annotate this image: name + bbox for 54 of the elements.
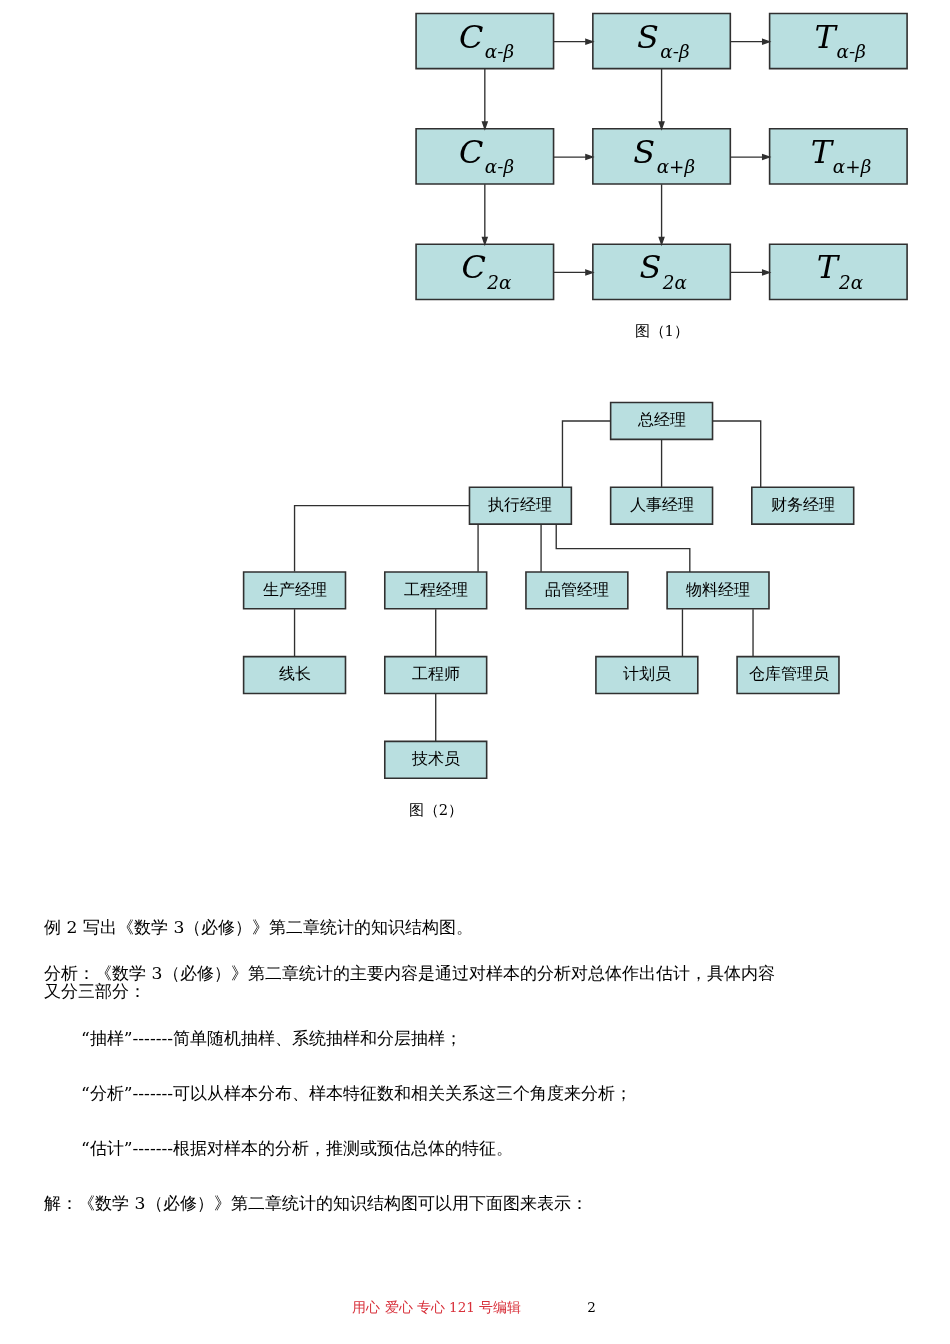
node-box: T$_{α+β}$ [768,128,908,185]
connector [752,608,754,657]
node-box: C$_{α-β}$ [415,128,555,185]
arrow [553,153,595,161]
connector [435,608,437,657]
label: 例 2 写出《数学 3（必修）》第二章统计的知识结构图。 [44,917,474,938]
node-box: C$_{2α}$ [415,243,555,301]
label: “分析”-------可以从样本分布、样本特征数和相关关系这三个角度来分析； [80,1082,633,1103]
arrow [729,153,772,161]
label: 用心 爱心 专心 121 号编辑 [352,1298,522,1315]
connector [293,505,470,573]
connector [477,523,479,573]
node-box: 技术员 [383,740,488,779]
node-box: 仓库管理员 [736,655,840,695]
node-box: 计划员 [595,655,699,695]
connector [435,693,437,742]
arrow [553,269,595,276]
connector [712,420,762,488]
node-box: S$_{2α}$ [592,243,732,301]
connector [681,608,684,657]
label: 图（1） [634,322,689,340]
node-box: C$_{α-β}$ [415,12,555,70]
arrow [729,38,772,45]
node-box: 线长 [242,655,347,695]
connector [660,439,663,488]
label: 图（2） [408,801,464,819]
node-box: T$_{2α}$ [768,243,908,301]
arrow [481,68,489,131]
node-box: 执行经理 [468,486,573,525]
connector [555,523,691,573]
node-box: 财务经理 [751,486,855,525]
node-box: 物料经理 [666,571,770,610]
node-box: 总经理 [609,401,714,441]
label: “抽样”-------简单随机抽样、系统抽样和分层抽样； [80,1027,463,1048]
node-box: 生产经理 [242,571,347,610]
label: 解：《数学 3（必修）》第二章统计的知识结构图可以用下面图来表示： [44,1193,588,1214]
node-box: 工程师 [383,655,488,695]
label: 分析：《数学 3（必修）》第二章统计的主要内容是通过对样本的分析对总体作出估计，具体内容又分三部分： [44,962,775,1001]
connector [540,523,542,573]
arrow [729,269,772,276]
node-box: 工程经理 [383,571,488,610]
node-box: S$_{α-β}$ [592,12,732,70]
label: 2 [587,1298,596,1315]
arrow [658,68,665,131]
arrow [481,183,489,247]
label: “估计”-------根据对样本的分析，推测或预估总体的特征。 [80,1138,514,1159]
arrow [553,38,595,45]
node-box: 人事经理 [609,486,714,525]
node-box: S$_{α+β}$ [592,128,732,185]
node-box: 品管经理 [525,571,629,610]
connector [561,420,611,488]
arrow [658,183,665,247]
connector [293,608,296,657]
node-box: T$_{α-β}$ [768,12,908,70]
